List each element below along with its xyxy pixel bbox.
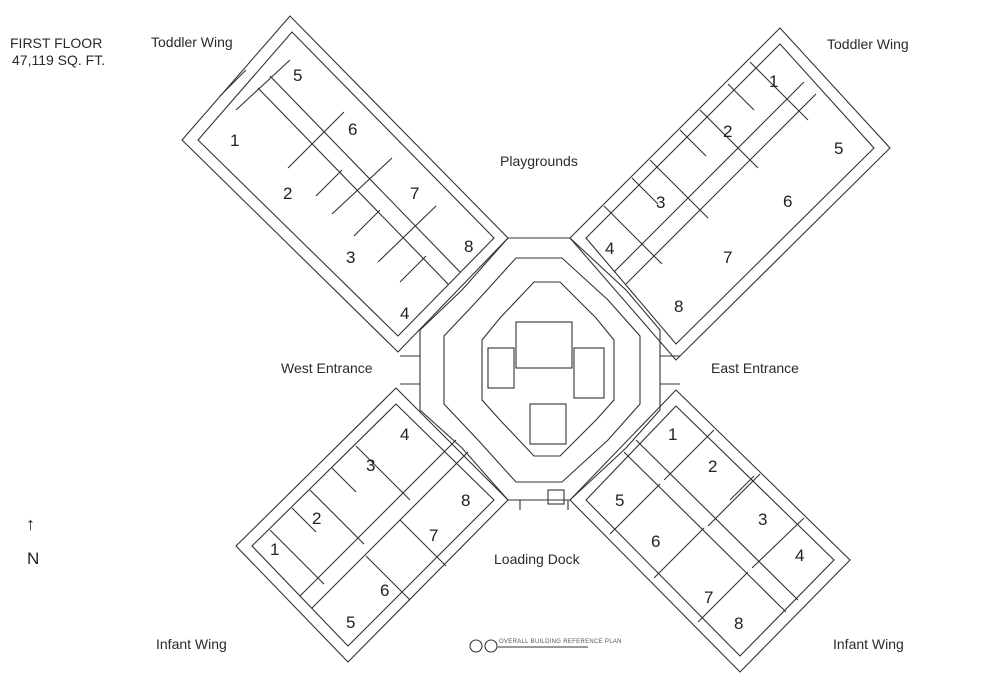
north-label: N — [27, 549, 40, 568]
room-label: 7 — [723, 248, 733, 267]
se-wing — [569, 389, 851, 673]
room-label: 4 — [605, 239, 615, 258]
infant-wing-sw-label: Infant Wing — [156, 636, 227, 652]
room-label: 1 — [769, 72, 779, 91]
room-label: 3 — [346, 248, 356, 267]
room-label: 3 — [758, 510, 768, 529]
room-label: 8 — [674, 297, 684, 316]
room-label: 6 — [651, 532, 661, 551]
loading-dock-label: Loading Dock — [494, 551, 580, 567]
room-label: 5 — [293, 66, 303, 85]
room-label: 3 — [656, 193, 666, 212]
room-label: 4 — [795, 546, 805, 565]
room-label: 3 — [366, 456, 376, 475]
key-plan-symbol — [469, 639, 588, 653]
room-label: 1 — [668, 425, 678, 444]
room-label: 5 — [615, 491, 625, 510]
room-label: 7 — [410, 184, 420, 203]
playgrounds-label: Playgrounds — [500, 153, 578, 169]
key-plan-caption: OVERALL BUILDING REFERENCE PLAN — [499, 639, 622, 645]
room-label: 1 — [270, 540, 280, 559]
east-entrance-label: East Entrance — [711, 360, 799, 376]
west-entrance-label: West Entrance — [281, 360, 373, 376]
north-arrow-icon: ↑ — [26, 514, 35, 534]
room-label: 5 — [834, 139, 844, 158]
room-label: 2 — [283, 184, 293, 203]
room-label: 5 — [346, 613, 356, 632]
floor-area: 47,119 SQ. FT. — [12, 52, 106, 68]
room-label: 4 — [400, 304, 410, 323]
room-label: 2 — [708, 457, 718, 476]
infant-wing-se-label: Infant Wing — [833, 636, 904, 652]
room-label: 6 — [380, 581, 390, 600]
room-label: 8 — [461, 491, 471, 510]
room-label: 2 — [723, 122, 733, 141]
room-label: 6 — [783, 192, 793, 211]
room-label: 7 — [704, 588, 714, 607]
room-label: 2 — [312, 509, 322, 528]
room-label: 1 — [230, 131, 240, 150]
room-label: 8 — [734, 614, 744, 633]
room-label: 8 — [464, 237, 474, 256]
room-label: 6 — [348, 120, 358, 139]
toddler-wing-nw-label: Toddler Wing — [151, 34, 233, 50]
nw-wing — [181, 15, 509, 353]
floor-title: FIRST FLOOR — [10, 35, 103, 51]
toddler-wing-ne-label: Toddler Wing — [827, 36, 909, 52]
room-label: 7 — [429, 526, 439, 545]
room-label: 4 — [400, 425, 410, 444]
ne-wing — [569, 27, 891, 361]
central-hub — [400, 237, 680, 510]
